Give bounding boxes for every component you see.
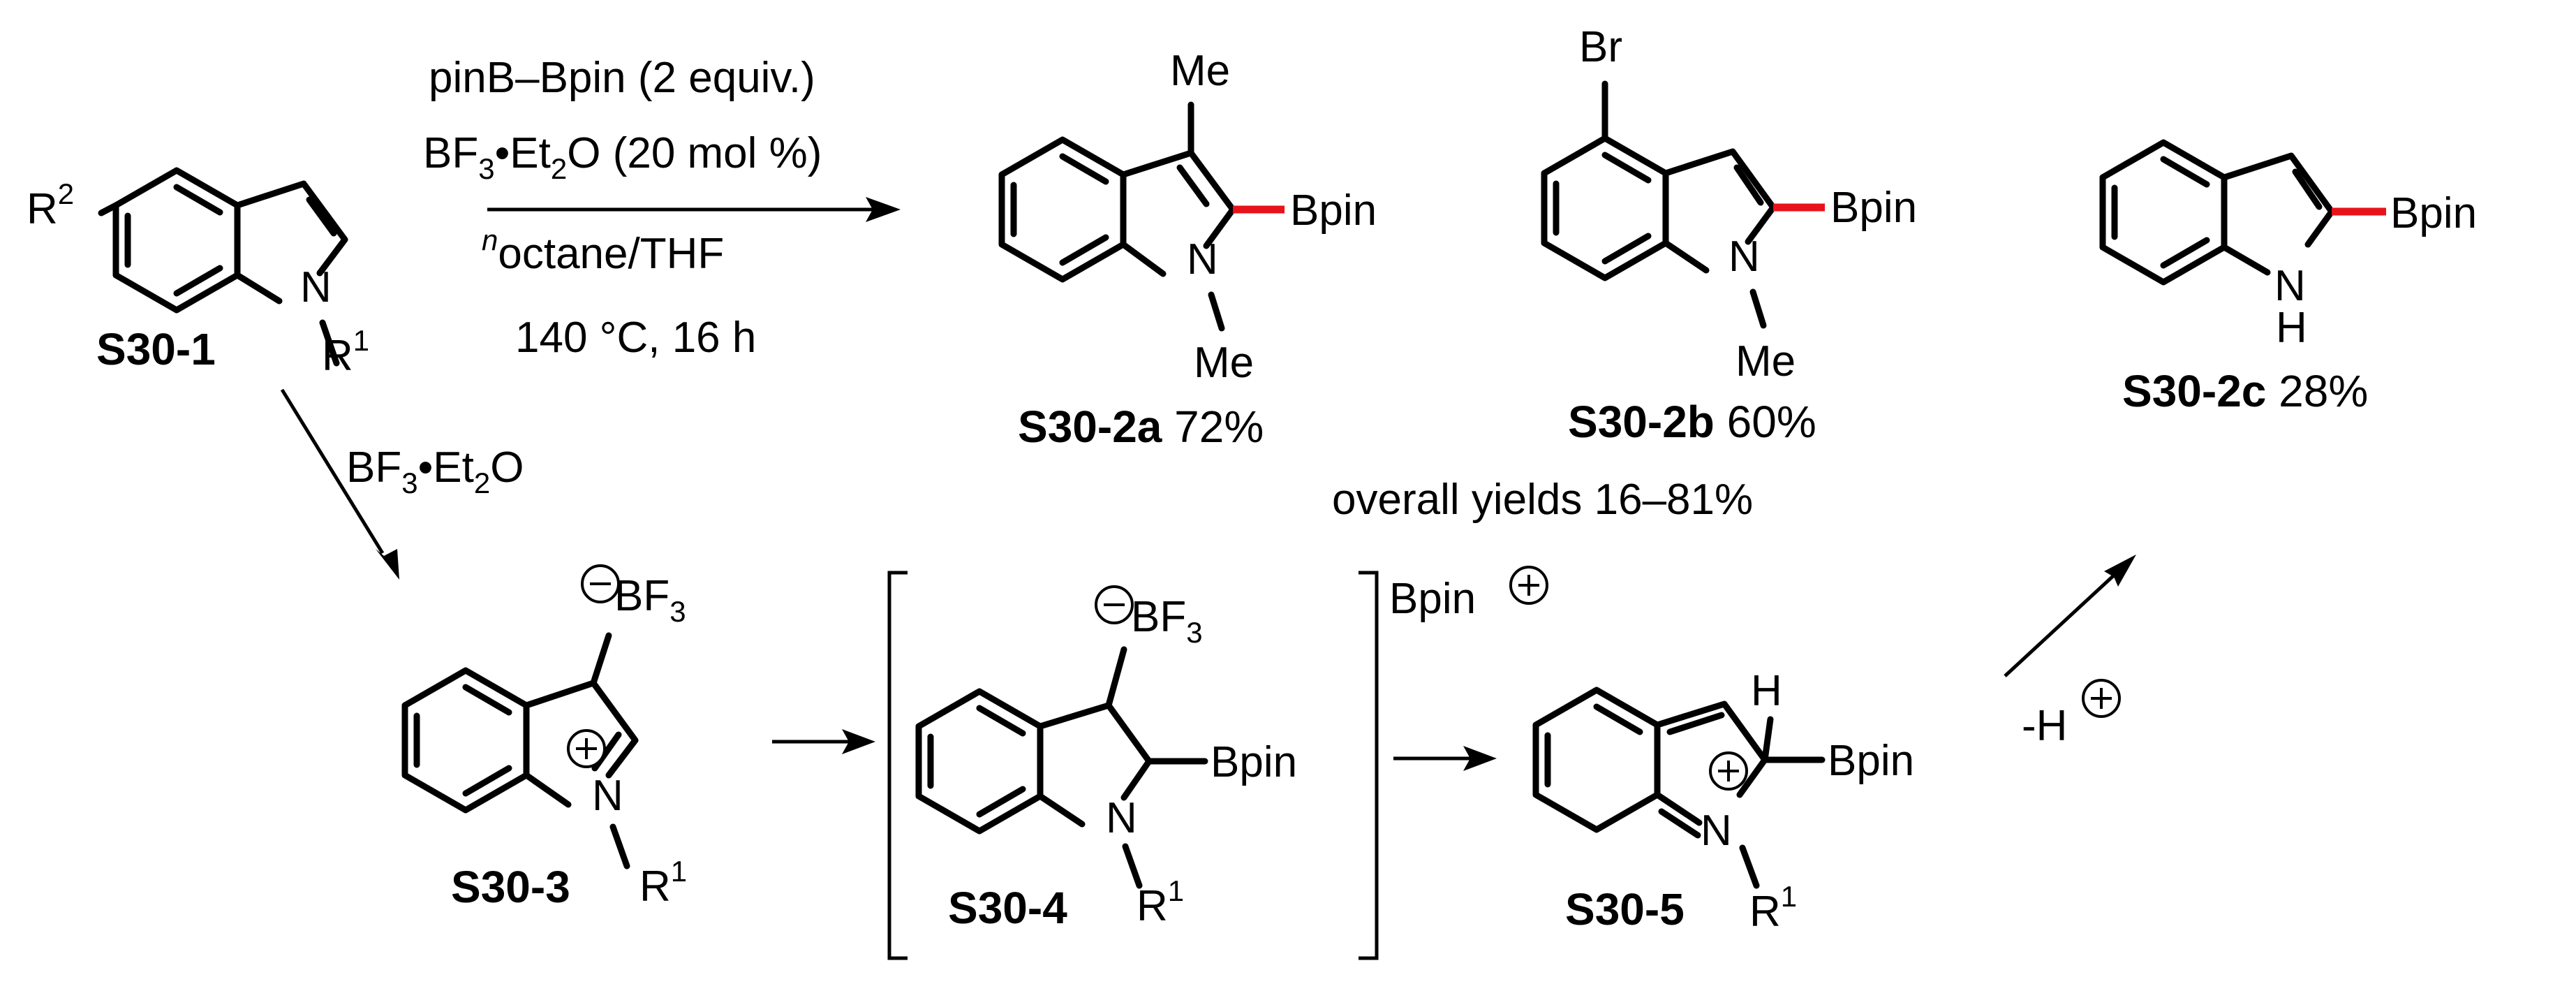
compound-label-s30-1: S30-1 bbox=[96, 324, 216, 374]
s30-2c-nh-hydrogen: H bbox=[2276, 304, 2307, 352]
bpin-cation: Bpin bbox=[1389, 575, 1476, 623]
bracket-left bbox=[887, 571, 908, 960]
s30-2b-methyl-n: Me bbox=[1735, 337, 1796, 386]
structure-s30-4 bbox=[915, 646, 1208, 889]
overall-yields-note: overall yields 16–81% bbox=[1332, 476, 1753, 524]
reaction-conditions: 140 °C, 16 h bbox=[515, 314, 756, 362]
structure-s30-2a bbox=[998, 101, 1236, 332]
s30-3-minus-charge-icon bbox=[581, 564, 620, 603]
reagent-bf3-catalyst: BF3•Et2O (20 mol %) bbox=[423, 129, 822, 185]
arrow-s30-3-to-s30-4 bbox=[772, 729, 875, 754]
s30-2a-bpin: Bpin bbox=[1290, 186, 1377, 235]
compound-label-s30-2c: S30-2c 28% bbox=[2122, 366, 2368, 416]
s30-3-plus-charge-icon bbox=[567, 729, 606, 768]
s30-2b-bpin: Bpin bbox=[1830, 184, 1917, 232]
s30-1-r1: R1 bbox=[322, 324, 369, 380]
structure-s30-2b bbox=[1541, 80, 1777, 329]
s30-3-bf3: BF3 bbox=[614, 572, 686, 628]
s30-5-r1: R1 bbox=[1749, 880, 1797, 936]
s30-3-r1: R1 bbox=[639, 855, 687, 911]
structure-s30-1 bbox=[98, 167, 348, 367]
s30-4-r1: R1 bbox=[1137, 874, 1184, 930]
s30-1-r2: R2 bbox=[27, 177, 74, 233]
s30-5-bpin: Bpin bbox=[1828, 737, 1914, 785]
compound-label-s30-2b: S30-2b 60% bbox=[1568, 397, 1816, 447]
reagent-solvent: noctane/THF bbox=[482, 223, 724, 278]
s30-5-hydrogen: H bbox=[1751, 667, 1782, 715]
main-reaction-arrow bbox=[487, 197, 901, 222]
s30-5-nitrogen: N bbox=[1701, 807, 1732, 855]
s30-2c-nitrogen: N bbox=[2274, 262, 2306, 310]
deprotonation-arrow bbox=[2004, 555, 2136, 677]
s30-1-nitrogen: N bbox=[300, 263, 332, 311]
s30-2a-methyl-c3: Me bbox=[1170, 47, 1230, 95]
s30-2a-methyl-n: Me bbox=[1194, 339, 1254, 387]
arrow-s30-4-to-s30-5 bbox=[1393, 746, 1497, 771]
reagent-bf3-etherate: BF3•Et2O bbox=[346, 443, 524, 499]
s30-4-minus-charge-icon bbox=[1095, 585, 1134, 624]
bracket-right bbox=[1359, 571, 1379, 960]
s30-4-bf3: BF3 bbox=[1131, 593, 1203, 649]
s30-4-bpin: Bpin bbox=[1211, 738, 1297, 786]
s30-3-nitrogen: N bbox=[592, 772, 623, 820]
reagent-b2pin2: pinB–Bpin (2 equiv.) bbox=[429, 54, 815, 102]
s30-2c-bpin: Bpin bbox=[2390, 189, 2477, 237]
structure-s30-5 bbox=[1532, 687, 1826, 889]
s30-4-nitrogen: N bbox=[1106, 794, 1137, 842]
proton-plus-charge-icon bbox=[2082, 679, 2121, 718]
compound-label-s30-3: S30-3 bbox=[451, 862, 570, 912]
compound-label-s30-5: S30-5 bbox=[1565, 884, 1685, 934]
bpin-cation-plus-charge-icon bbox=[1509, 566, 1548, 605]
s30-2b-bromine: Br bbox=[1579, 23, 1622, 71]
compound-label-s30-2a: S30-2a 72% bbox=[1018, 402, 1264, 452]
s30-5-plus-charge-icon bbox=[1709, 751, 1748, 791]
deprotonation-label: -H bbox=[2022, 702, 2067, 750]
s30-2b-nitrogen: N bbox=[1729, 233, 1760, 281]
lewis-acid-arrow bbox=[280, 388, 399, 580]
structure-s30-2c bbox=[2099, 139, 2335, 286]
compound-label-s30-4: S30-4 bbox=[948, 883, 1067, 933]
s30-2a-nitrogen: N bbox=[1187, 235, 1218, 284]
